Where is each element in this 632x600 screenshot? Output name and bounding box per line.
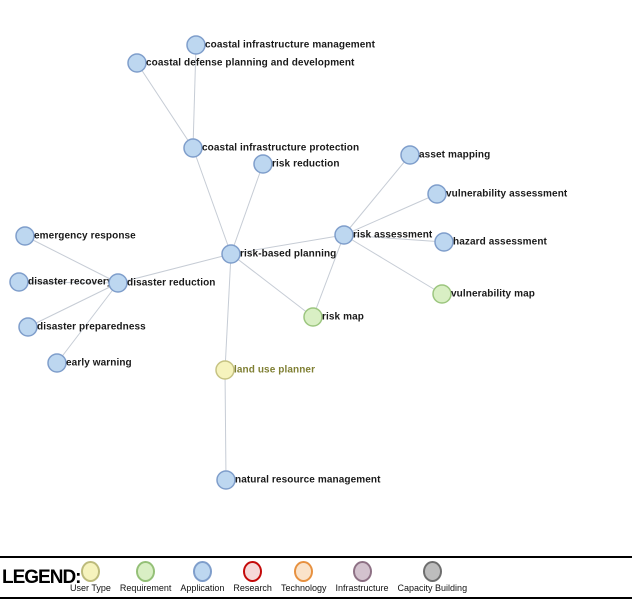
legend-bar: LEGEND: User Type Requirement Application R… xyxy=(0,556,632,599)
legend-item-capacity-building: Capacity Building xyxy=(397,558,468,593)
legend-item-research: Research xyxy=(233,558,272,593)
legend-swatch-research-icon xyxy=(243,561,263,582)
legend-swatch-infrastructure-icon xyxy=(352,561,372,582)
legend-label: Infrastructure xyxy=(335,583,389,593)
legend-label: User Type xyxy=(70,583,111,593)
legend-label: Research xyxy=(233,583,272,593)
node-label-vulnerability-assessment: vulnerability assessment xyxy=(446,189,568,200)
node-vulnerability-map[interactable] xyxy=(432,284,452,304)
node-label-disaster-recovery: disaster recovery xyxy=(28,277,113,288)
node-label-early-warning: early warning xyxy=(66,358,132,369)
edge-vulnerability-map--risk-assessment xyxy=(343,234,443,295)
edge-emergency-response--disaster-reduction xyxy=(24,235,119,284)
legend-label: Capacity Building xyxy=(397,583,468,593)
network-graph: coastal infrastructure management coastal… xyxy=(9,35,568,490)
node-risk-map[interactable] xyxy=(303,307,323,327)
node-risk-reduction[interactable] xyxy=(253,154,273,174)
node-label-risk-assessment: risk assessment xyxy=(353,230,433,241)
edge-coastal-infrastructure-management--coastal-infrastructure-protection xyxy=(192,44,197,149)
legend-swatch-capacity-building-icon xyxy=(422,561,442,582)
node-label-coastal-infrastructure-protection: coastal infrastructure protection xyxy=(202,143,359,154)
legend-label: Technology xyxy=(280,583,327,593)
edge-risk-based-planning--land-use-planner xyxy=(224,253,232,371)
legend-item-application: Application xyxy=(180,558,224,593)
node-coastal-infrastructure-protection[interactable] xyxy=(183,138,203,158)
edge-hazard-assessment--risk-assessment xyxy=(343,234,445,243)
legend-item-user-type: User Type xyxy=(70,558,111,593)
edge-risk-reduction--risk-based-planning xyxy=(230,163,264,255)
node-label-coastal-infrastructure-management: coastal infrastructure management xyxy=(205,40,376,51)
node-label-disaster-preparedness: disaster preparedness xyxy=(37,322,146,333)
edge-disaster-recovery--disaster-reduction xyxy=(18,281,119,284)
legend-item-technology: Technology xyxy=(281,558,327,593)
node-emergency-response[interactable] xyxy=(15,226,35,246)
legend-swatch-application-icon xyxy=(192,561,212,582)
edge-risk-map--risk-assessment xyxy=(312,234,345,318)
node-land-use-planner[interactable] xyxy=(215,360,235,380)
edge-vulnerability-assessment--risk-assessment xyxy=(343,193,438,236)
node-label-land-use-planner: land use planner xyxy=(234,365,315,376)
node-label-asset-mapping: asset mapping xyxy=(419,150,490,161)
node-disaster-recovery[interactable] xyxy=(9,272,29,292)
node-coastal-infrastructure-management[interactable] xyxy=(186,35,206,55)
node-vulnerability-assessment[interactable] xyxy=(427,184,447,204)
edge-asset-mapping--risk-assessment xyxy=(343,154,411,236)
node-disaster-reduction[interactable] xyxy=(108,273,128,293)
node-risk-assessment[interactable] xyxy=(334,225,354,245)
node-label-hazard-assessment: hazard assessment xyxy=(453,237,548,248)
node-coastal-defense-planning-and-development[interactable] xyxy=(127,53,147,73)
edge-risk-based-planning--risk-map xyxy=(230,253,314,318)
legend-swatch-user-type-icon xyxy=(80,561,100,582)
node-label-risk-based-planning: risk-based planning xyxy=(240,249,336,260)
legend-swatch-technology-icon xyxy=(294,561,314,582)
legend-swatch-requirement-icon xyxy=(136,561,156,582)
node-label-risk-map: risk map xyxy=(322,312,364,323)
node-hazard-assessment[interactable] xyxy=(434,232,454,252)
edge-disaster-preparedness--disaster-reduction xyxy=(27,282,119,328)
node-label-disaster-reduction: disaster reduction xyxy=(127,278,216,289)
node-label-coastal-defense-planning-and-development: coastal defense planning and development xyxy=(146,58,355,69)
edge-disaster-reduction--risk-based-planning xyxy=(117,253,232,284)
legend-title: LEGEND: xyxy=(2,567,81,588)
legend-items: User Type Requirement Application Research T… xyxy=(70,558,467,597)
legend-item-requirement: Requirement xyxy=(119,558,172,593)
edge-risk-assessment--risk-based-planning xyxy=(230,234,345,255)
edge-early-warning--disaster-reduction xyxy=(56,282,119,364)
node-label-risk-reduction: risk reduction xyxy=(272,159,340,170)
legend-item-infrastructure: Infrastructure xyxy=(336,558,389,593)
edge-land-use-planner--natural-resource-management xyxy=(224,369,227,481)
node-asset-mapping[interactable] xyxy=(400,145,420,165)
legend-label: Application xyxy=(180,583,225,593)
node-risk-based-planning[interactable] xyxy=(221,244,241,264)
node-disaster-preparedness[interactable] xyxy=(18,317,38,337)
legend-label: Requirement xyxy=(119,583,172,593)
node-label-vulnerability-map: vulnerability map xyxy=(451,289,535,300)
node-label-emergency-response: emergency response xyxy=(34,231,136,242)
node-label-natural-resource-management: natural resource management xyxy=(235,475,381,486)
edge-coastal-infrastructure-protection--risk-based-planning xyxy=(192,147,232,255)
node-early-warning[interactable] xyxy=(47,353,67,373)
edge-coastal-defense-planning-and-development--coastal-infrastructure-protection xyxy=(136,62,194,149)
node-natural-resource-management[interactable] xyxy=(216,470,236,490)
